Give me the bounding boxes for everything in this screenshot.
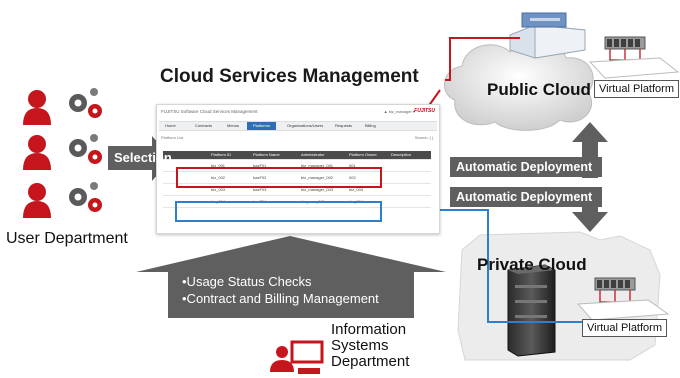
search-label: Search: [ ] — [414, 135, 433, 140]
cell: biz_manager_002 — [301, 175, 334, 180]
public-cloud-icon — [444, 40, 594, 131]
gear-icon — [69, 182, 102, 212]
user-department-label: User Department — [6, 230, 128, 247]
app-title: FUJITSU Software Cloud Services Manageme… — [161, 109, 258, 114]
selection-label: Selection — [114, 150, 172, 165]
col-header: Platform Name — [253, 152, 280, 157]
public-cloud-label: Public Cloud — [487, 80, 591, 99]
computer-user-icon — [270, 340, 324, 374]
nav-organizations: Organizations/Users — [287, 123, 324, 128]
cell: biz_001 — [211, 163, 226, 168]
is-label-line: Systems — [331, 337, 389, 354]
is-label-line: Information — [331, 321, 407, 338]
management-bullets: •Usage Status Checks •Contract and Billi… — [182, 273, 379, 307]
server-rack-icon — [588, 36, 680, 79]
cell: biz_003 — [349, 187, 364, 192]
cell: bazF03 — [253, 187, 267, 192]
cell: 001 — [349, 163, 356, 168]
cell: bazF02 — [253, 175, 267, 180]
gear-icon — [69, 88, 102, 118]
app-nav: Home Contracts Menus Platforms Organizat… — [159, 121, 437, 131]
private-cloud-label: Private Cloud — [477, 255, 587, 274]
virtual-platform-label: Virtual Platform — [582, 319, 667, 337]
management-arrow — [136, 236, 446, 318]
user-menu: ▲ biz_manager ▾ — [383, 109, 415, 114]
cell: biz_002 — [211, 175, 226, 180]
nav-platforms: Platforms — [247, 122, 276, 130]
platform-list-label: Platform List — [161, 135, 184, 140]
server-rack-icon — [576, 277, 670, 321]
app-screenshot: FUJITSU Software Cloud Services Manageme… — [156, 104, 440, 234]
user-icon — [23, 90, 51, 125]
automatic-deployment-label: Automatic Deployment — [450, 157, 602, 177]
automatic-deployment-label: Automatic Deployment — [450, 187, 602, 207]
deployment-arrow-down — [572, 205, 608, 232]
information-systems-label: Information Systems Department — [331, 322, 451, 370]
cell: 002 — [349, 175, 356, 180]
bullet-usage-status: •Usage Status Checks — [182, 274, 312, 289]
datacenter-icon — [509, 12, 586, 59]
nav-contracts: Contracts — [195, 123, 213, 128]
cell: biz_manager_001 — [301, 163, 334, 168]
col-header: Administrator — [301, 152, 325, 157]
col-header: Description — [391, 152, 412, 157]
nav-billing: Billing — [365, 123, 376, 128]
gear-icon — [69, 134, 102, 164]
table-row: biz_002 bazF02 biz_manager_002 002 — [163, 172, 431, 184]
cell: biz_manager_003 — [301, 187, 334, 192]
nav-menus: Menus — [227, 123, 240, 128]
bullet-contract-billing: •Contract and Billing Management — [182, 291, 379, 306]
fujitsu-logo: FUJITSU — [414, 108, 435, 114]
cell: bazF01 — [253, 163, 267, 168]
cell: biz_003 — [211, 187, 226, 192]
col-header: Platform Owner — [349, 152, 377, 157]
table-row: biz_001 bazF01 biz_manager_001 001 — [163, 160, 431, 172]
public-platform-highlight — [176, 167, 382, 188]
nav-requests: Requests — [335, 123, 352, 128]
private-platform-highlight — [175, 201, 382, 222]
is-label-line: Department — [331, 353, 410, 370]
user-icon — [23, 183, 51, 218]
col-header: Platform ID — [211, 152, 232, 157]
user-icon — [23, 135, 51, 170]
table-header: Platform ID Platform Name Administrator … — [163, 151, 431, 160]
table-row: biz_003 bazF03 biz_manager_003 biz_003 — [163, 184, 431, 196]
nav-home: Home — [165, 123, 176, 128]
diagram-title: Cloud Services Management — [160, 66, 419, 87]
virtual-platform-label: Virtual Platform — [594, 80, 679, 98]
server-tower-icon — [507, 264, 556, 357]
deployment-arrow-up — [572, 122, 608, 178]
